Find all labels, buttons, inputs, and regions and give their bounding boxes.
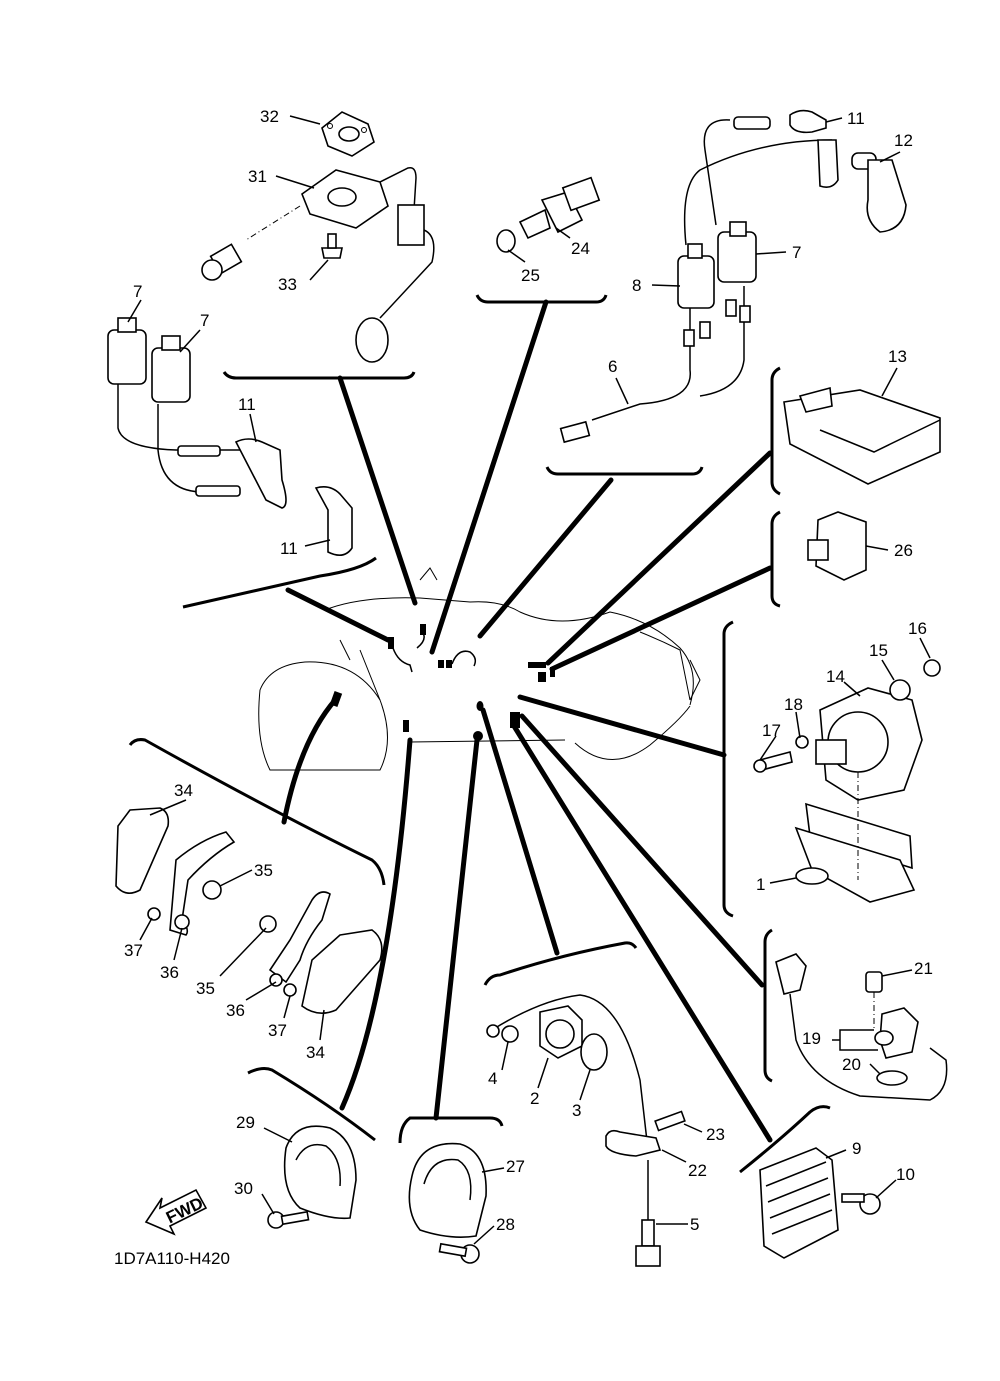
callout: 14 bbox=[826, 667, 845, 686]
motorcycle-outline bbox=[258, 567, 701, 771]
callout: 5 bbox=[690, 1215, 699, 1234]
callout: 3 bbox=[572, 1101, 581, 1120]
ignition-coils-right bbox=[559, 109, 907, 444]
callout: 28 bbox=[496, 1215, 515, 1234]
callout: 30 bbox=[234, 1179, 253, 1198]
callout-leaders bbox=[127, 115, 931, 1245]
callout: 11 bbox=[280, 539, 298, 558]
callout: 33 bbox=[278, 275, 297, 294]
callout: 29 bbox=[236, 1113, 255, 1132]
fuel-sender-assembly bbox=[201, 111, 435, 363]
callout: 2 bbox=[530, 1089, 539, 1108]
horn-left bbox=[267, 1125, 357, 1229]
flasher-left bbox=[115, 807, 236, 936]
callout: 11 bbox=[238, 395, 256, 414]
callout: 13 bbox=[888, 347, 907, 366]
callout: 20 bbox=[842, 1055, 861, 1074]
callout: 7 bbox=[200, 311, 209, 330]
callout: 17 bbox=[762, 721, 781, 740]
horn-right bbox=[408, 1142, 487, 1264]
callout: 34 bbox=[306, 1043, 325, 1062]
callout: 1 bbox=[756, 875, 765, 894]
callout: 37 bbox=[124, 941, 143, 960]
pressure-sensor bbox=[496, 176, 601, 253]
callout: 24 bbox=[571, 239, 590, 258]
flasher-right bbox=[259, 891, 383, 1014]
callout: 8 bbox=[632, 276, 641, 295]
ecu-unit bbox=[783, 386, 941, 485]
diagram-code: 1D7A110-H420 bbox=[114, 1249, 230, 1268]
harness-markers bbox=[329, 624, 555, 741]
leader-lines bbox=[128, 294, 831, 1174]
callout: 31 bbox=[248, 167, 267, 186]
ignition-coils-left bbox=[107, 317, 353, 556]
callout: 36 bbox=[160, 963, 179, 982]
callout: 34 bbox=[174, 781, 193, 800]
callout: 11 bbox=[847, 109, 865, 128]
callout: 10 bbox=[896, 1165, 915, 1184]
callout: 7 bbox=[792, 243, 801, 262]
rectifier-regulator bbox=[759, 1147, 881, 1259]
callout: 35 bbox=[254, 861, 273, 880]
callout: 26 bbox=[894, 541, 913, 560]
callout: 37 bbox=[268, 1021, 287, 1040]
callout: 12 bbox=[894, 131, 913, 150]
callout: 19 bbox=[802, 1029, 821, 1048]
callout: 23 bbox=[706, 1125, 725, 1144]
callout: 22 bbox=[688, 1161, 707, 1180]
callout: 15 bbox=[869, 641, 888, 660]
callout: 21 bbox=[914, 959, 933, 978]
callout: 32 bbox=[260, 107, 279, 126]
neutral-switch-assembly bbox=[486, 994, 686, 1267]
callout: 25 bbox=[521, 266, 540, 285]
callout: 27 bbox=[506, 1157, 525, 1176]
callout: 6 bbox=[608, 357, 617, 376]
throttle-position-sensor bbox=[753, 659, 941, 903]
callout: 16 bbox=[908, 619, 927, 638]
fwd-arrow: FWD bbox=[144, 1188, 208, 1236]
callout: 35 bbox=[196, 979, 215, 998]
callout: 7 bbox=[133, 282, 142, 301]
callout: 9 bbox=[852, 1139, 861, 1158]
relay bbox=[807, 511, 867, 581]
callout: 36 bbox=[226, 1001, 245, 1020]
callout-labels: 32 31 33 24 25 11 12 7 8 6 7 7 11 11 13 … bbox=[124, 107, 933, 1234]
callout: 4 bbox=[488, 1069, 497, 1088]
crank-position-sensor bbox=[775, 953, 948, 1101]
callout: 18 bbox=[784, 695, 803, 714]
